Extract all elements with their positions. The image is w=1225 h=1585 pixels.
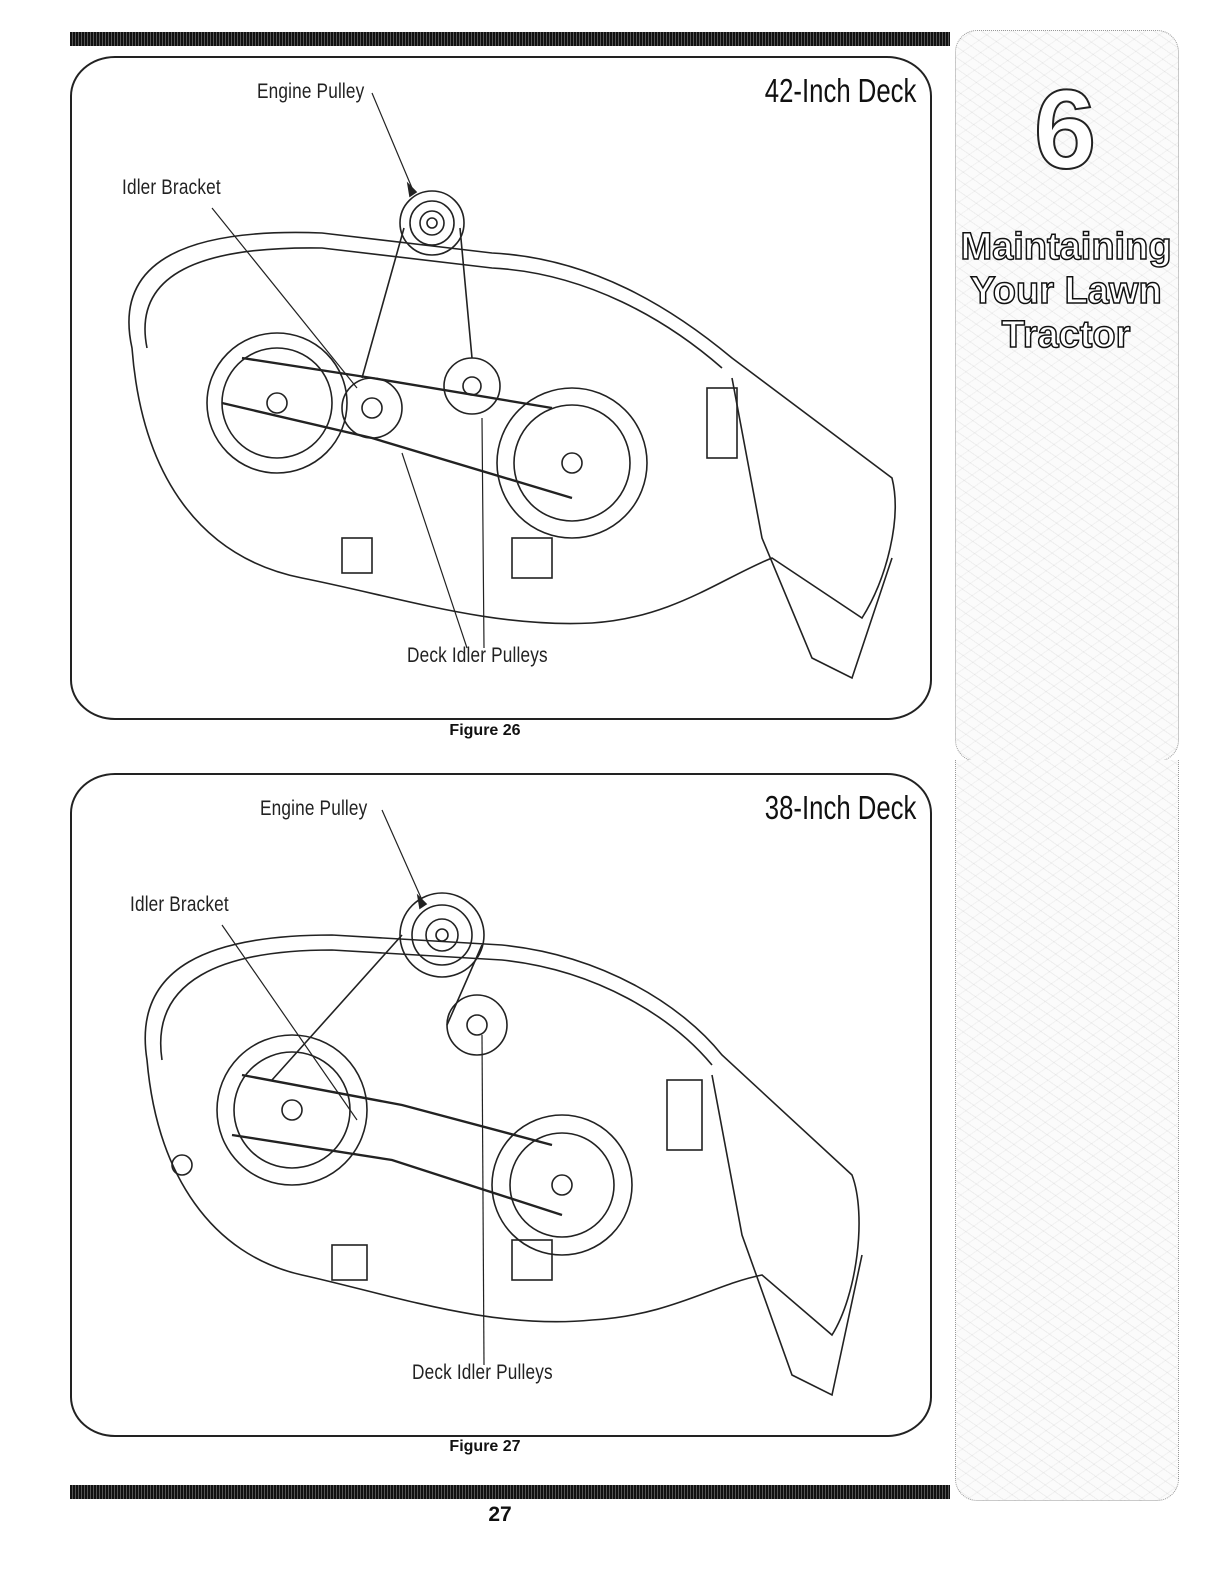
figure-26-panel: Engine Pulley Idler Bracket Deck Idler P… <box>70 56 932 720</box>
chapter-sidebar-lower <box>955 760 1179 1501</box>
deck-idler-pulleys-label: Deck Idler Pulleys <box>412 1361 553 1385</box>
chapter-title: Maintaining Your Lawn Tractor <box>955 225 1177 357</box>
page-number: 27 <box>400 1503 600 1527</box>
top-rule <box>70 32 950 46</box>
deck-title: 38-Inch Deck <box>764 789 916 827</box>
idler-bracket-label: Idler Bracket <box>130 893 229 917</box>
engine-pulley-label: Engine Pulley <box>260 797 367 821</box>
idler-bracket-label: Idler Bracket <box>122 176 221 200</box>
chapter-number: 6 <box>1015 75 1115 185</box>
figure-26-caption: Figure 26 <box>385 722 585 740</box>
figure-27-panel: Engine Pulley Idler Bracket Deck Idler P… <box>70 773 932 1437</box>
deck-title: 42-Inch Deck <box>764 72 916 110</box>
bottom-rule <box>70 1485 950 1499</box>
chapter-title-line: Tractor <box>955 313 1177 357</box>
engine-pulley-label: Engine Pulley <box>257 80 364 104</box>
chapter-title-line: Maintaining <box>955 225 1177 269</box>
deck-idler-pulleys-label: Deck Idler Pulleys <box>407 644 548 668</box>
figure-27-caption: Figure 27 <box>385 1438 585 1456</box>
deck-38-diagram <box>72 775 930 1435</box>
chapter-title-line: Your Lawn <box>955 269 1177 313</box>
deck-42-diagram <box>72 58 930 718</box>
